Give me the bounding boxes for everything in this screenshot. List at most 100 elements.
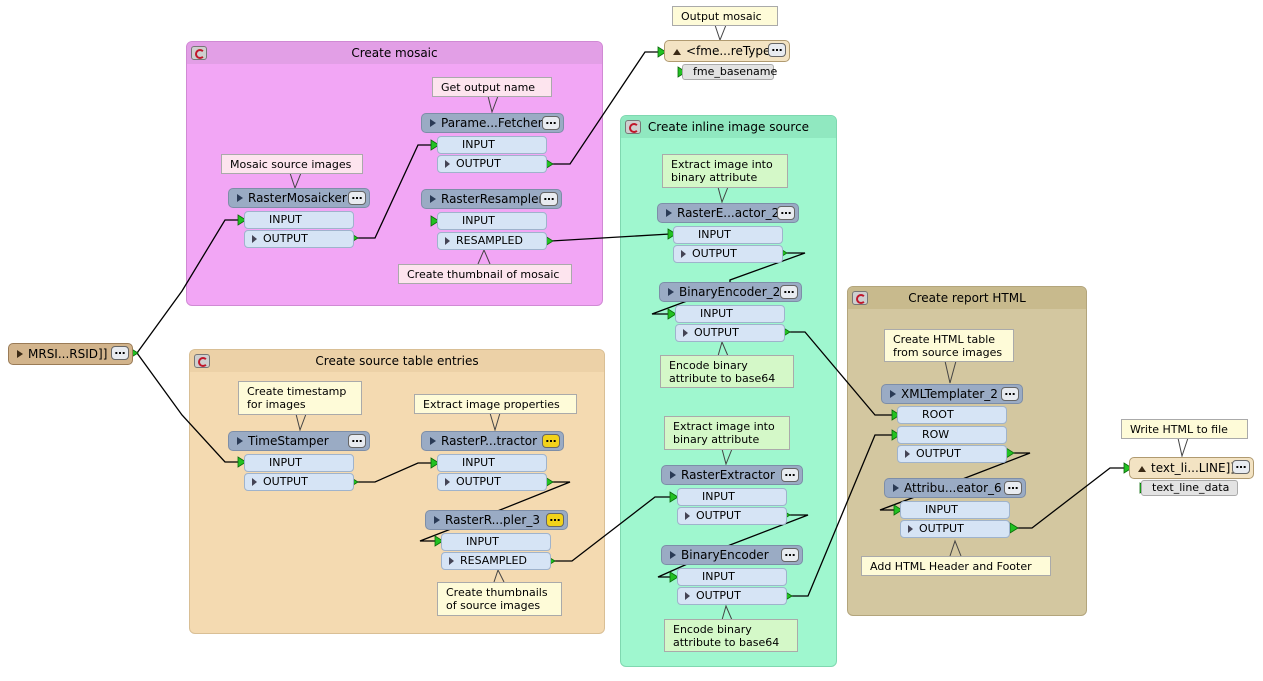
wire-timestamper-propextractor bbox=[355, 462, 437, 483]
port-input[interactable]: INPUT bbox=[677, 488, 787, 506]
expand-icon[interactable] bbox=[890, 390, 896, 398]
port-resampled[interactable]: RESAMPLED bbox=[441, 552, 551, 570]
collapse-icon[interactable] bbox=[673, 49, 681, 55]
annotation-extract-image-properties[interactable]: Extract image properties bbox=[414, 394, 577, 414]
more-options-icon[interactable]: … bbox=[111, 345, 129, 360]
port-arrow bbox=[1009, 522, 1019, 534]
port-input[interactable]: INPUT bbox=[244, 454, 354, 472]
transformer-raster-mosaicker[interactable]: RasterMosaicker … bbox=[228, 188, 370, 208]
transformer-attribute-creator-6[interactable]: Attribu...eator_6 … bbox=[884, 478, 1026, 498]
more-options-icon[interactable]: … bbox=[780, 284, 798, 299]
expand-icon[interactable] bbox=[430, 437, 436, 445]
wire-attrcreator-writer bbox=[1016, 467, 1130, 529]
annotation-add-header-footer[interactable]: Add HTML Header and Footer bbox=[861, 556, 1051, 576]
transformer-raster-resampler[interactable]: RasterResampler … bbox=[421, 189, 562, 209]
transformer-binary-encoder[interactable]: BinaryEncoder … bbox=[661, 545, 803, 565]
annotation-encode-base64-1[interactable]: Encode binary attribute to base64 bbox=[660, 355, 794, 388]
port-resampled[interactable]: RESAMPLED bbox=[437, 232, 547, 250]
transformer-binary-encoder-2[interactable]: BinaryEncoder_2 … bbox=[659, 282, 802, 302]
port-input[interactable]: INPUT bbox=[675, 305, 785, 323]
port-input[interactable]: INPUT bbox=[437, 454, 547, 472]
port-arrow bbox=[1123, 462, 1133, 474]
bookmark-icon[interactable] bbox=[852, 291, 868, 305]
writer-html-file[interactable]: text_li...LINE]] … bbox=[1129, 457, 1254, 479]
annotation-extract-binary-1[interactable]: Extract image into binary attribute bbox=[662, 154, 788, 188]
more-options-icon[interactable]: … bbox=[1004, 480, 1022, 495]
more-options-icon[interactable]: … bbox=[1001, 386, 1019, 401]
port-output[interactable]: OUTPUT bbox=[673, 245, 783, 263]
port-output[interactable]: OUTPUT bbox=[900, 520, 1010, 538]
annotation-extract-binary-2[interactable]: Extract image into binary attribute bbox=[664, 416, 790, 450]
transformer-xml-templater-2[interactable]: XMLTemplater_2 … bbox=[881, 384, 1023, 404]
warning-options-icon[interactable]: … bbox=[546, 512, 564, 527]
annotation-get-output-name[interactable]: Get output name bbox=[432, 77, 552, 97]
port-row[interactable]: ROW bbox=[897, 426, 1007, 444]
wire-fetcher-writer bbox=[551, 51, 664, 165]
port-arrow bbox=[891, 429, 901, 441]
expand-icon[interactable] bbox=[670, 471, 676, 479]
expand-icon[interactable] bbox=[237, 194, 243, 202]
bookmark-icon[interactable] bbox=[625, 120, 641, 134]
annotation-create-timestamp[interactable]: Create timestamp for images bbox=[238, 381, 362, 415]
annotation-mosaic-source-images[interactable]: Mosaic source images bbox=[221, 154, 363, 174]
port-input[interactable]: INPUT bbox=[677, 568, 787, 586]
port-root[interactable]: ROOT bbox=[897, 406, 1007, 424]
port-input[interactable]: INPUT bbox=[437, 136, 547, 154]
port-arrow bbox=[893, 504, 903, 516]
annotation-create-html-table[interactable]: Create HTML table from source images bbox=[884, 329, 1014, 362]
port-input[interactable]: INPUT bbox=[900, 501, 1010, 519]
port-output[interactable]: OUTPUT bbox=[897, 445, 1007, 463]
expand-icon[interactable] bbox=[430, 195, 436, 203]
port-input[interactable]: INPUT bbox=[441, 533, 551, 551]
expand-icon[interactable] bbox=[893, 484, 899, 492]
expand-icon[interactable] bbox=[430, 119, 436, 127]
reader-mrsid[interactable]: MRSI...RSID]] … bbox=[8, 343, 133, 365]
port-input[interactable]: INPUT bbox=[244, 211, 354, 229]
transformer-parameter-fetcher[interactable]: Parame...Fetcher … bbox=[421, 113, 564, 133]
transformer-raster-extractor-2[interactable]: RasterE...actor_2 … bbox=[657, 203, 799, 223]
port-output[interactable]: OUTPUT bbox=[244, 473, 354, 491]
expand-icon[interactable] bbox=[237, 437, 243, 445]
annotation-create-thumbnails-source[interactable]: Create thumbnails of source images bbox=[437, 582, 562, 616]
expand-icon[interactable] bbox=[666, 209, 672, 217]
port-output[interactable]: OUTPUT bbox=[677, 587, 787, 605]
port-output[interactable]: OUTPUT bbox=[244, 230, 354, 248]
port-output[interactable]: OUTPUT bbox=[677, 507, 787, 525]
port-input[interactable]: INPUT bbox=[673, 226, 783, 244]
more-options-icon[interactable]: … bbox=[1232, 459, 1250, 474]
expand-icon[interactable] bbox=[434, 516, 440, 524]
more-options-icon[interactable]: … bbox=[781, 547, 799, 562]
expand-icon[interactable] bbox=[670, 551, 676, 559]
annotation-encode-base64-2[interactable]: Encode binary attribute to base64 bbox=[664, 619, 798, 652]
transformer-timestamper[interactable]: TimeStamper … bbox=[228, 431, 370, 451]
transformer-raster-property-extractor[interactable]: RasterP...tractor … bbox=[421, 431, 564, 451]
port-output[interactable]: OUTPUT bbox=[437, 155, 547, 173]
transformer-label: Parame...Fetcher bbox=[441, 116, 543, 130]
annotation-output-mosaic[interactable]: Output mosaic bbox=[672, 6, 778, 26]
port-output[interactable]: OUTPUT bbox=[675, 324, 785, 342]
bookmark-icon[interactable] bbox=[191, 46, 207, 60]
more-options-icon[interactable]: … bbox=[777, 205, 795, 220]
writer-output-mosaic[interactable]: <fme...reType … bbox=[664, 40, 790, 62]
collapse-icon[interactable] bbox=[1138, 466, 1146, 472]
wire-reader-timestamper bbox=[136, 352, 244, 463]
warning-options-icon[interactable]: … bbox=[542, 433, 560, 448]
transformer-raster-extractor[interactable]: RasterExtractor … bbox=[661, 465, 803, 485]
more-options-icon[interactable]: … bbox=[540, 191, 558, 206]
expand-icon[interactable] bbox=[668, 288, 674, 296]
more-options-icon[interactable]: … bbox=[542, 115, 560, 130]
more-options-icon[interactable]: … bbox=[348, 190, 366, 205]
more-options-icon[interactable]: … bbox=[348, 433, 366, 448]
port-input[interactable]: INPUT bbox=[437, 212, 547, 230]
writer-label: <fme...reType bbox=[686, 44, 771, 58]
expand-icon[interactable] bbox=[17, 350, 23, 358]
bookmark-icon[interactable] bbox=[194, 354, 210, 368]
annotation-write-html[interactable]: Write HTML to file bbox=[1121, 419, 1248, 439]
more-options-icon[interactable]: … bbox=[768, 42, 786, 57]
reader-label: MRSI...RSID]] bbox=[28, 347, 108, 361]
port-output[interactable]: OUTPUT bbox=[437, 473, 547, 491]
transformer-raster-resampler-3[interactable]: RasterR...pler_3 … bbox=[425, 510, 568, 530]
more-options-icon[interactable]: … bbox=[781, 467, 799, 482]
annotation-create-thumbnail-mosaic[interactable]: Create thumbnail of mosaic bbox=[398, 264, 572, 284]
